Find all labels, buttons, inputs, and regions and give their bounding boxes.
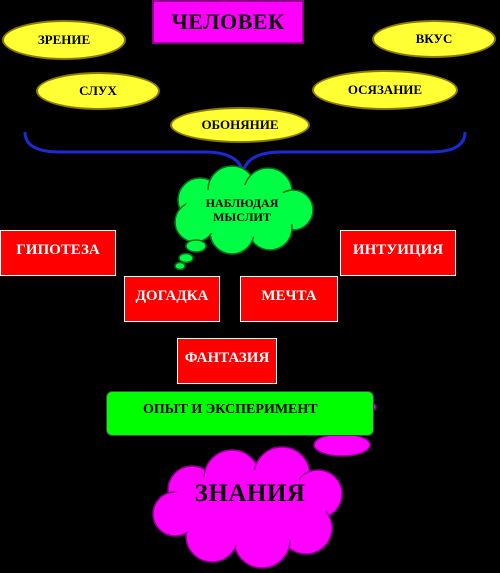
thought-cloud-text: НАБЛЮДАЯ МЫСЛИТ (190, 190, 294, 230)
thought-line-2: МЫСЛИТ (213, 210, 271, 224)
experiment-box: ОПЫТ И ЭКСПЕРИМЕНТ (106, 391, 374, 436)
sense-smell: ОБОНЯНИЕ (170, 107, 310, 143)
title-label: ЧЕЛОВЕК (171, 9, 285, 34)
result-label: ЗНАНИЯ (194, 480, 306, 507)
sense-vision-label: ЗРЕНИЕ (37, 32, 91, 47)
method-fantasy: ФАНТАЗИЯ (177, 338, 277, 384)
sense-taste-label: ВКУС (415, 31, 453, 46)
sense-touch-label: ОСЯЗАНИЕ (347, 82, 423, 97)
method-guess: ДОГАДКА (124, 276, 220, 322)
result-cloud (152, 402, 377, 569)
sense-taste: ВКУС (372, 20, 496, 58)
method-hypothesis: ГИПОТЕЗА (0, 230, 116, 276)
method-guess-label: ДОГАДКА (135, 287, 209, 304)
method-hypothesis-label: ГИПОТЕЗА (16, 241, 100, 258)
method-dream-label: МЕЧТА (261, 287, 317, 304)
sense-vision: ЗРЕНИЕ (2, 20, 126, 60)
title-box: ЧЕЛОВЕК (152, 0, 304, 44)
method-intuition: ИНТУИЦИЯ (340, 230, 456, 276)
thought-cloud (174, 165, 314, 271)
sense-hearing-label: СЛУХ (79, 83, 117, 98)
thought-line-1: НАБЛЮДАЯ (205, 196, 279, 210)
method-dream: МЕЧТА (240, 276, 338, 322)
experiment-label: ОПЫТ И ЭКСПЕРИМЕНТ (143, 401, 318, 417)
sense-smell-label: ОБОНЯНИЕ (201, 117, 279, 132)
sense-hearing: СЛУХ (36, 72, 160, 110)
method-fantasy-label: ФАНТАЗИЯ (184, 349, 270, 366)
method-intuition-label: ИНТУИЦИЯ (352, 241, 444, 258)
sense-touch: ОСЯЗАНИЕ (312, 70, 458, 110)
result-cloud-text: ЗНАНИЯ (176, 474, 324, 514)
